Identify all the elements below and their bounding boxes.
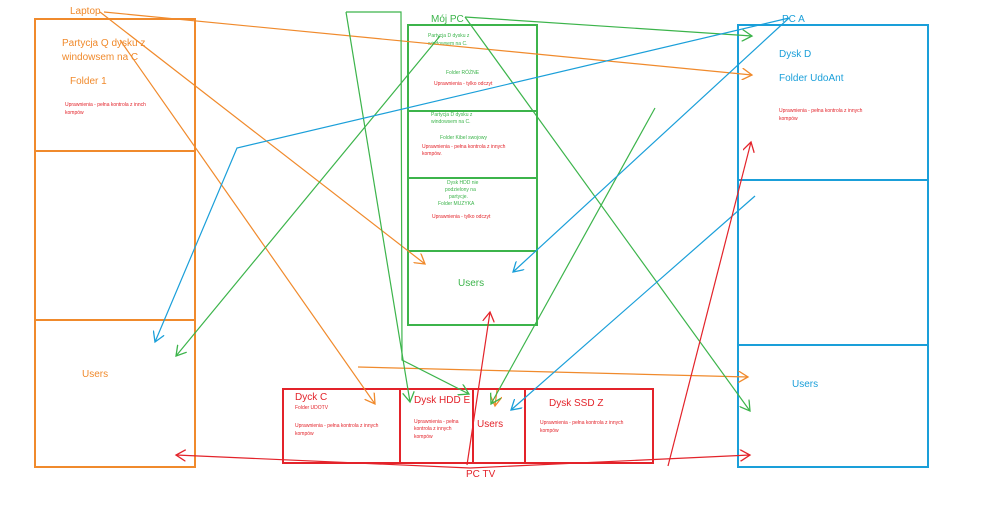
- arrow-moj-pc-diagonal-to-pc-tv: [491, 107, 656, 404]
- laptop-arrows: [99, 11, 752, 406]
- pc-a-folder: Folder UdoAnt: [779, 73, 844, 84]
- moj-pc-s2-permissions-line2: kompów.: [422, 151, 442, 157]
- laptop-label: Laptop: [70, 6, 101, 17]
- moj-pc-s2-line1: Partycja D dysku z: [431, 112, 473, 118]
- arrow-pc-a-to-moj-pc-users: [513, 17, 790, 272]
- arrow-pc-a-to-pc-tv-users: [511, 195, 756, 410]
- pc-tv-e-title: Dysk HDD E: [414, 395, 470, 406]
- moj-pc-s2-line2: windowsem na C.: [431, 119, 470, 125]
- arrow-pc-tv-to-laptop-users: [176, 455, 471, 469]
- pc-tv-c-permissions-line2: kompów: [295, 431, 314, 437]
- arrow-pc-tv-users-down: [495, 389, 497, 406]
- moj-pc-box: [407, 24, 538, 326]
- pc-tv-e-permissions-line3: kompów: [414, 434, 433, 440]
- moj-pc-label: Mój PC: [431, 14, 464, 25]
- arrow-pc-tv-to-pc-a-users: [469, 455, 750, 469]
- arrow-moj-pc-to-pc-tv-users: [345, 11, 410, 402]
- moj-pc-users: Users: [458, 278, 484, 289]
- pc-tv-users: Users: [477, 419, 503, 430]
- pc-tv-z-title: Dysk SSD Z: [549, 398, 603, 409]
- moj-pc-s3-folder: Folder MUZYKA: [438, 201, 475, 207]
- pc-tv-e-permissions-line2: kontrola z innych: [414, 426, 452, 432]
- moj-pc-group: Mój PC Partycja D dysku z windowsem na C…: [407, 14, 538, 326]
- arrow-moj-pc-to-laptop-users: [176, 35, 441, 356]
- arrow-laptop-to-pc-a-folder: [103, 11, 752, 75]
- pc-tv-arrows: [176, 142, 751, 469]
- pc-a-box: [737, 24, 929, 468]
- pc-tv-c-folder: Folder UDOTV: [295, 405, 329, 411]
- moj-pc-s2-folder: Folder Kibel swojowy: [440, 135, 487, 141]
- pc-a-disk: Dysk D: [779, 49, 811, 60]
- pc-tv-group: PC TV Dyck C Folder UDOTV Uprawnienia - …: [282, 388, 654, 480]
- pc-a-group: PC A Dysk D Folder UdoAnt Uprawnienia - …: [737, 14, 929, 468]
- laptop-permissions-line1: Uprawnienia - pełna kontrola z innch: [65, 102, 146, 108]
- pc-a-users: Users: [792, 379, 818, 390]
- arrow-moj-pc-to-pc-a-users: [357, 366, 748, 377]
- pc-a-arrows: [155, 17, 790, 410]
- pc-tv-c-permissions-line1: Uprawnienia - pełna kontrola z innych: [295, 423, 379, 429]
- pc-a-permissions-line2: kompów: [779, 116, 798, 122]
- moj-pc-s1-line1: Partycja D dysku z: [428, 33, 470, 39]
- arrow-pc-tv-to-pc-a-folder: [667, 142, 751, 467]
- moj-pc-s3-permissions: Uprawnienia - tylko odczyt: [432, 214, 491, 220]
- moj-pc-s2-permissions-line1: Uprawnienia - pełna kontrola z innych: [422, 144, 506, 150]
- laptop-permissions-line2: kompów: [65, 110, 84, 116]
- moj-pc-s3-line1: Dysk HDD nie: [447, 180, 479, 186]
- laptop-users: Users: [82, 369, 108, 380]
- arrow-moj-pc-to-pc-a-users: [464, 16, 750, 411]
- moj-pc-s3-line3: partycje.: [449, 194, 468, 200]
- moj-pc-s1-folder: Folder RÓŻNE: [446, 69, 480, 76]
- arrow-pc-a-to-laptop-users: [155, 17, 790, 342]
- laptop-folder: Folder 1: [70, 76, 107, 87]
- pc-tv-z-permissions-line1: Uprawnienia - pełna kontrola z innych: [540, 420, 624, 426]
- moj-pc-s1-permissions: Uprawnienia - tylko odczyt: [434, 81, 493, 87]
- moj-pc-s3-line2: podzielony na: [445, 187, 476, 193]
- pc-tv-e-permissions-line1: Uprawnienia - pełna: [414, 419, 459, 425]
- arrow-laptop-to-pc-tv-disk-c: [119, 39, 375, 404]
- laptop-group: Laptop Partycja Q dysku z windowsem na C…: [34, 6, 196, 468]
- pc-tv-label: PC TV: [466, 469, 496, 480]
- pc-a-label: PC A: [782, 14, 805, 25]
- laptop-box: [34, 18, 196, 468]
- laptop-partition-line1: Partycja Q dysku z: [62, 38, 145, 49]
- arrow-laptop-to-moj-pc-users: [99, 11, 425, 264]
- moj-pc-s1-line2: windowsem na C.: [428, 41, 467, 47]
- moj-pc-arrows: [176, 11, 752, 411]
- pc-tv-z-permissions-line2: kompów: [540, 428, 559, 434]
- pc-a-permissions-line1: Uprawnienia - pełna kontrola z innych: [779, 108, 863, 114]
- pc-tv-c-title: Dyck C: [295, 392, 327, 403]
- arrow-moj-pc-to-pc-a: [464, 16, 752, 36]
- arrow-moj-pc-to-pc-tv-disk-e: [346, 11, 469, 394]
- arrow-pc-tv-to-moj-pc-users: [466, 312, 490, 466]
- laptop-partition-line2: windowsem na C: [61, 52, 138, 63]
